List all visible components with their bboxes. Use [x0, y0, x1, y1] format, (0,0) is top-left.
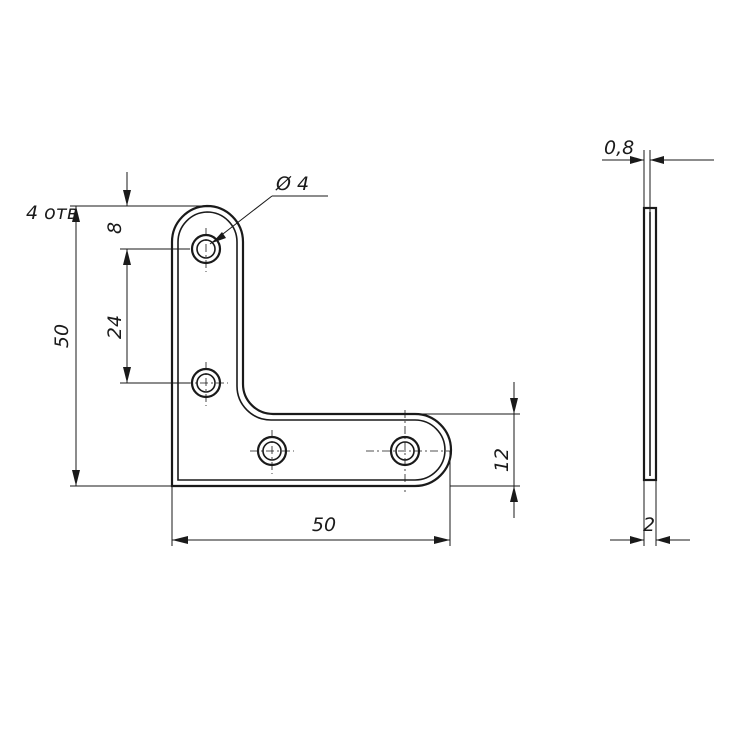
dim-thickness-label: 0,8	[604, 137, 634, 159]
dimension-side-width-2: 2	[610, 514, 690, 544]
bracket-front-view	[170, 204, 453, 492]
bracket-outer-outline	[170, 204, 453, 488]
dim-overall-height-label: 50	[51, 324, 73, 348]
dim-top-offset-label: 8	[104, 222, 126, 234]
dim-hole-spacing-label: 24	[104, 315, 126, 339]
dim-side-width-label: 2	[643, 514, 655, 536]
dim-flange-width-label: 12	[491, 448, 513, 472]
extension-lines	[70, 205, 520, 546]
bracket-inner-outline	[177, 211, 446, 481]
dimension-hole-spacing-24: 24	[104, 249, 131, 383]
dimension-height-50: 50	[51, 206, 80, 486]
center-lines	[184, 228, 450, 492]
hole-callout: Ø 4 4 отв	[26, 173, 328, 245]
dim-hole-diameter-label: Ø 4	[275, 173, 309, 195]
bracket-side-view	[642, 150, 658, 546]
dimension-flange-12: 12	[491, 382, 518, 518]
hole-count-note: 4 отв	[26, 202, 78, 224]
dim-overall-width-label: 50	[312, 514, 336, 536]
dimension-width-50: 50	[172, 514, 450, 544]
dimension-thickness-08: 0,8	[602, 137, 714, 164]
